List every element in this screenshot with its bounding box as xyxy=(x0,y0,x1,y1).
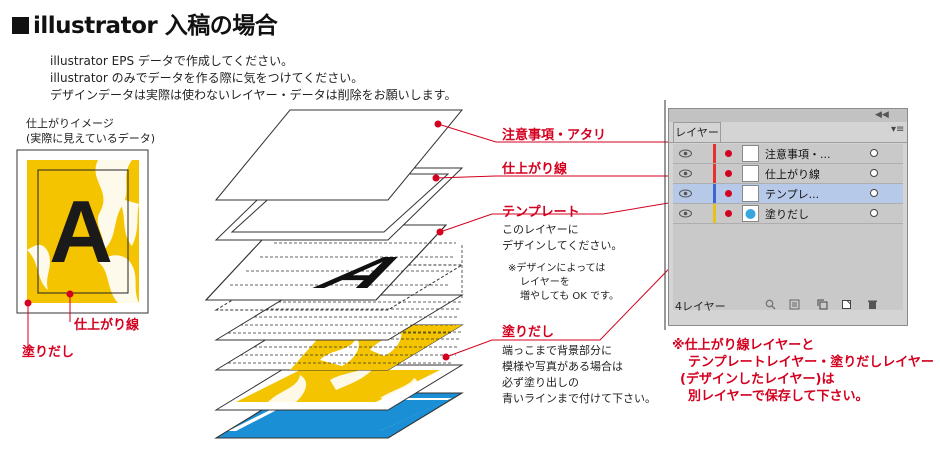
template-description: このレイヤーに デザインしてください。 xyxy=(502,222,622,254)
label-trim-line: 仕上がり線 xyxy=(502,162,568,177)
layer-thumbnail xyxy=(742,205,759,222)
label-template: テンプレート xyxy=(502,205,580,220)
footer-note-line-2: テンプレートレイヤー・塗りだしレイヤー xyxy=(688,355,934,370)
layer-name[interactable]: 塗りだし xyxy=(765,208,809,221)
layer-target-icon[interactable] xyxy=(870,209,878,217)
layer-row-notes[interactable]: 注意事項・... xyxy=(673,144,903,164)
layer-row-bleed[interactable]: 塗りだし xyxy=(673,204,903,224)
template-note: ※デザインによっては レイヤーを 増やしても OK です。 xyxy=(508,262,619,304)
layer-target-icon[interactable] xyxy=(870,169,878,177)
layer-thumbnail xyxy=(742,145,759,162)
new-layer-icon[interactable] xyxy=(841,299,852,310)
title-square-icon xyxy=(12,17,29,34)
bleed-desc-line-2: 模様や写真がある場合は xyxy=(502,360,623,373)
template-note-line-2: レイヤーを xyxy=(520,277,570,288)
bleed-thumb-icon xyxy=(745,209,756,219)
preview-trim-label: 仕上がり線 xyxy=(73,317,140,333)
collapse-panel-icon[interactable]: ◀◀ xyxy=(875,110,889,120)
footer-note-line-3: (デザインしたレイヤー)は xyxy=(680,372,835,387)
intro-line-2: illustrator のみでデータを作る際に気をつけてください。 xyxy=(50,71,364,85)
layer-notes xyxy=(214,109,464,201)
layers-panel: ◀◀ レイヤー ▾≡ 注意事項・... 仕上がり線 テンプレ... xyxy=(668,108,908,326)
template-desc-line-1: このレイヤーに xyxy=(502,223,579,236)
intro-line-3: デザインデータは実際は使わないレイヤー・データは削除をお願いします。 xyxy=(50,88,457,102)
visibility-eye-icon[interactable] xyxy=(679,168,692,179)
layer-color-bar xyxy=(713,204,716,223)
layer-name[interactable]: テンプレ... xyxy=(765,188,820,201)
layer-name[interactable]: 注意事項・... xyxy=(765,148,831,161)
label-notes-layer: 注意事項・アタリ xyxy=(502,128,607,143)
layer-color-bar xyxy=(713,144,716,163)
clip-icon[interactable] xyxy=(789,299,800,310)
bleed-description: 端っこまで背景部分に 模様や写真がある場合は 必ず塗り出しの 青いラインまで付け… xyxy=(502,343,656,407)
layer-color-bar xyxy=(713,184,716,203)
leader-dot xyxy=(725,150,732,157)
layer-thumbnail xyxy=(742,165,759,182)
layer-name[interactable]: 仕上がり線 xyxy=(765,168,820,181)
template-desc-line-2: デザインしてください。 xyxy=(502,239,623,252)
footer-note-line-1: ※仕上がり線レイヤーと xyxy=(672,338,815,353)
template-note-line-1: ※デザインによっては xyxy=(508,263,606,274)
leader-dot xyxy=(725,190,732,197)
preview-label: 仕上がりイメージ (実際に見えているデータ) xyxy=(26,116,155,146)
footer-note-line-4: 別レイヤーで保存して下さい。 xyxy=(688,389,869,404)
label-bleed: 塗りだし xyxy=(502,325,555,340)
new-sublayer-icon[interactable] xyxy=(817,299,828,310)
layer-target-icon[interactable] xyxy=(870,189,878,197)
search-icon[interactable] xyxy=(765,299,776,310)
preview-letter: A xyxy=(49,182,113,281)
layer-color-bar xyxy=(713,164,716,183)
preview-trim-line xyxy=(37,169,129,294)
panel-tab-divider xyxy=(669,142,907,143)
leader-dot xyxy=(725,210,732,217)
tab-layers[interactable]: レイヤー xyxy=(673,122,721,143)
visibility-eye-icon[interactable] xyxy=(679,188,692,199)
layer-target-icon[interactable] xyxy=(870,149,878,157)
leader-dot xyxy=(725,170,732,177)
visibility-eye-icon[interactable] xyxy=(679,208,692,219)
layer-thumbnail xyxy=(742,185,759,202)
layer-flame-design xyxy=(214,364,464,411)
page-title-text: illustrator 入稿の場合 xyxy=(33,13,278,39)
trash-icon[interactable] xyxy=(867,299,878,310)
preview-bleed-label: 塗りだし xyxy=(22,344,74,360)
layer-row-trim[interactable]: 仕上がり線 xyxy=(673,164,903,184)
preview-label-line-1: 仕上がりイメージ xyxy=(26,117,114,130)
preview-card: A xyxy=(16,149,149,350)
footer-note: ※仕上がり線レイヤーと テンプレートレイヤー・塗りだしレイヤー (デザインしたレ… xyxy=(672,337,934,405)
panel-titlebar[interactable] xyxy=(669,109,907,122)
intro-line-1: illustrator EPS データで作成してください。 xyxy=(50,54,294,68)
template-note-line-3: 増やしても OK です。 xyxy=(520,291,619,302)
bleed-desc-line-4: 青いラインまで付けて下さい。 xyxy=(502,392,656,405)
bleed-desc-line-1: 端っこまで背景部分に xyxy=(502,344,612,357)
layer-row-template[interactable]: テンプレ... xyxy=(673,184,903,204)
panel-menu-icon[interactable]: ▾≡ xyxy=(891,124,905,135)
layers-list: 注意事項・... 仕上がり線 テンプレ... 塗りだし xyxy=(673,144,903,310)
bleed-desc-line-3: 必ず塗り出しの xyxy=(502,376,579,389)
visibility-eye-icon[interactable] xyxy=(679,148,692,159)
preview-label-line-2: (実際に見えているデータ) xyxy=(26,132,156,145)
layer-count: 4レイヤー xyxy=(675,300,726,313)
page-title: illustrator 入稿の場合 xyxy=(12,6,278,40)
